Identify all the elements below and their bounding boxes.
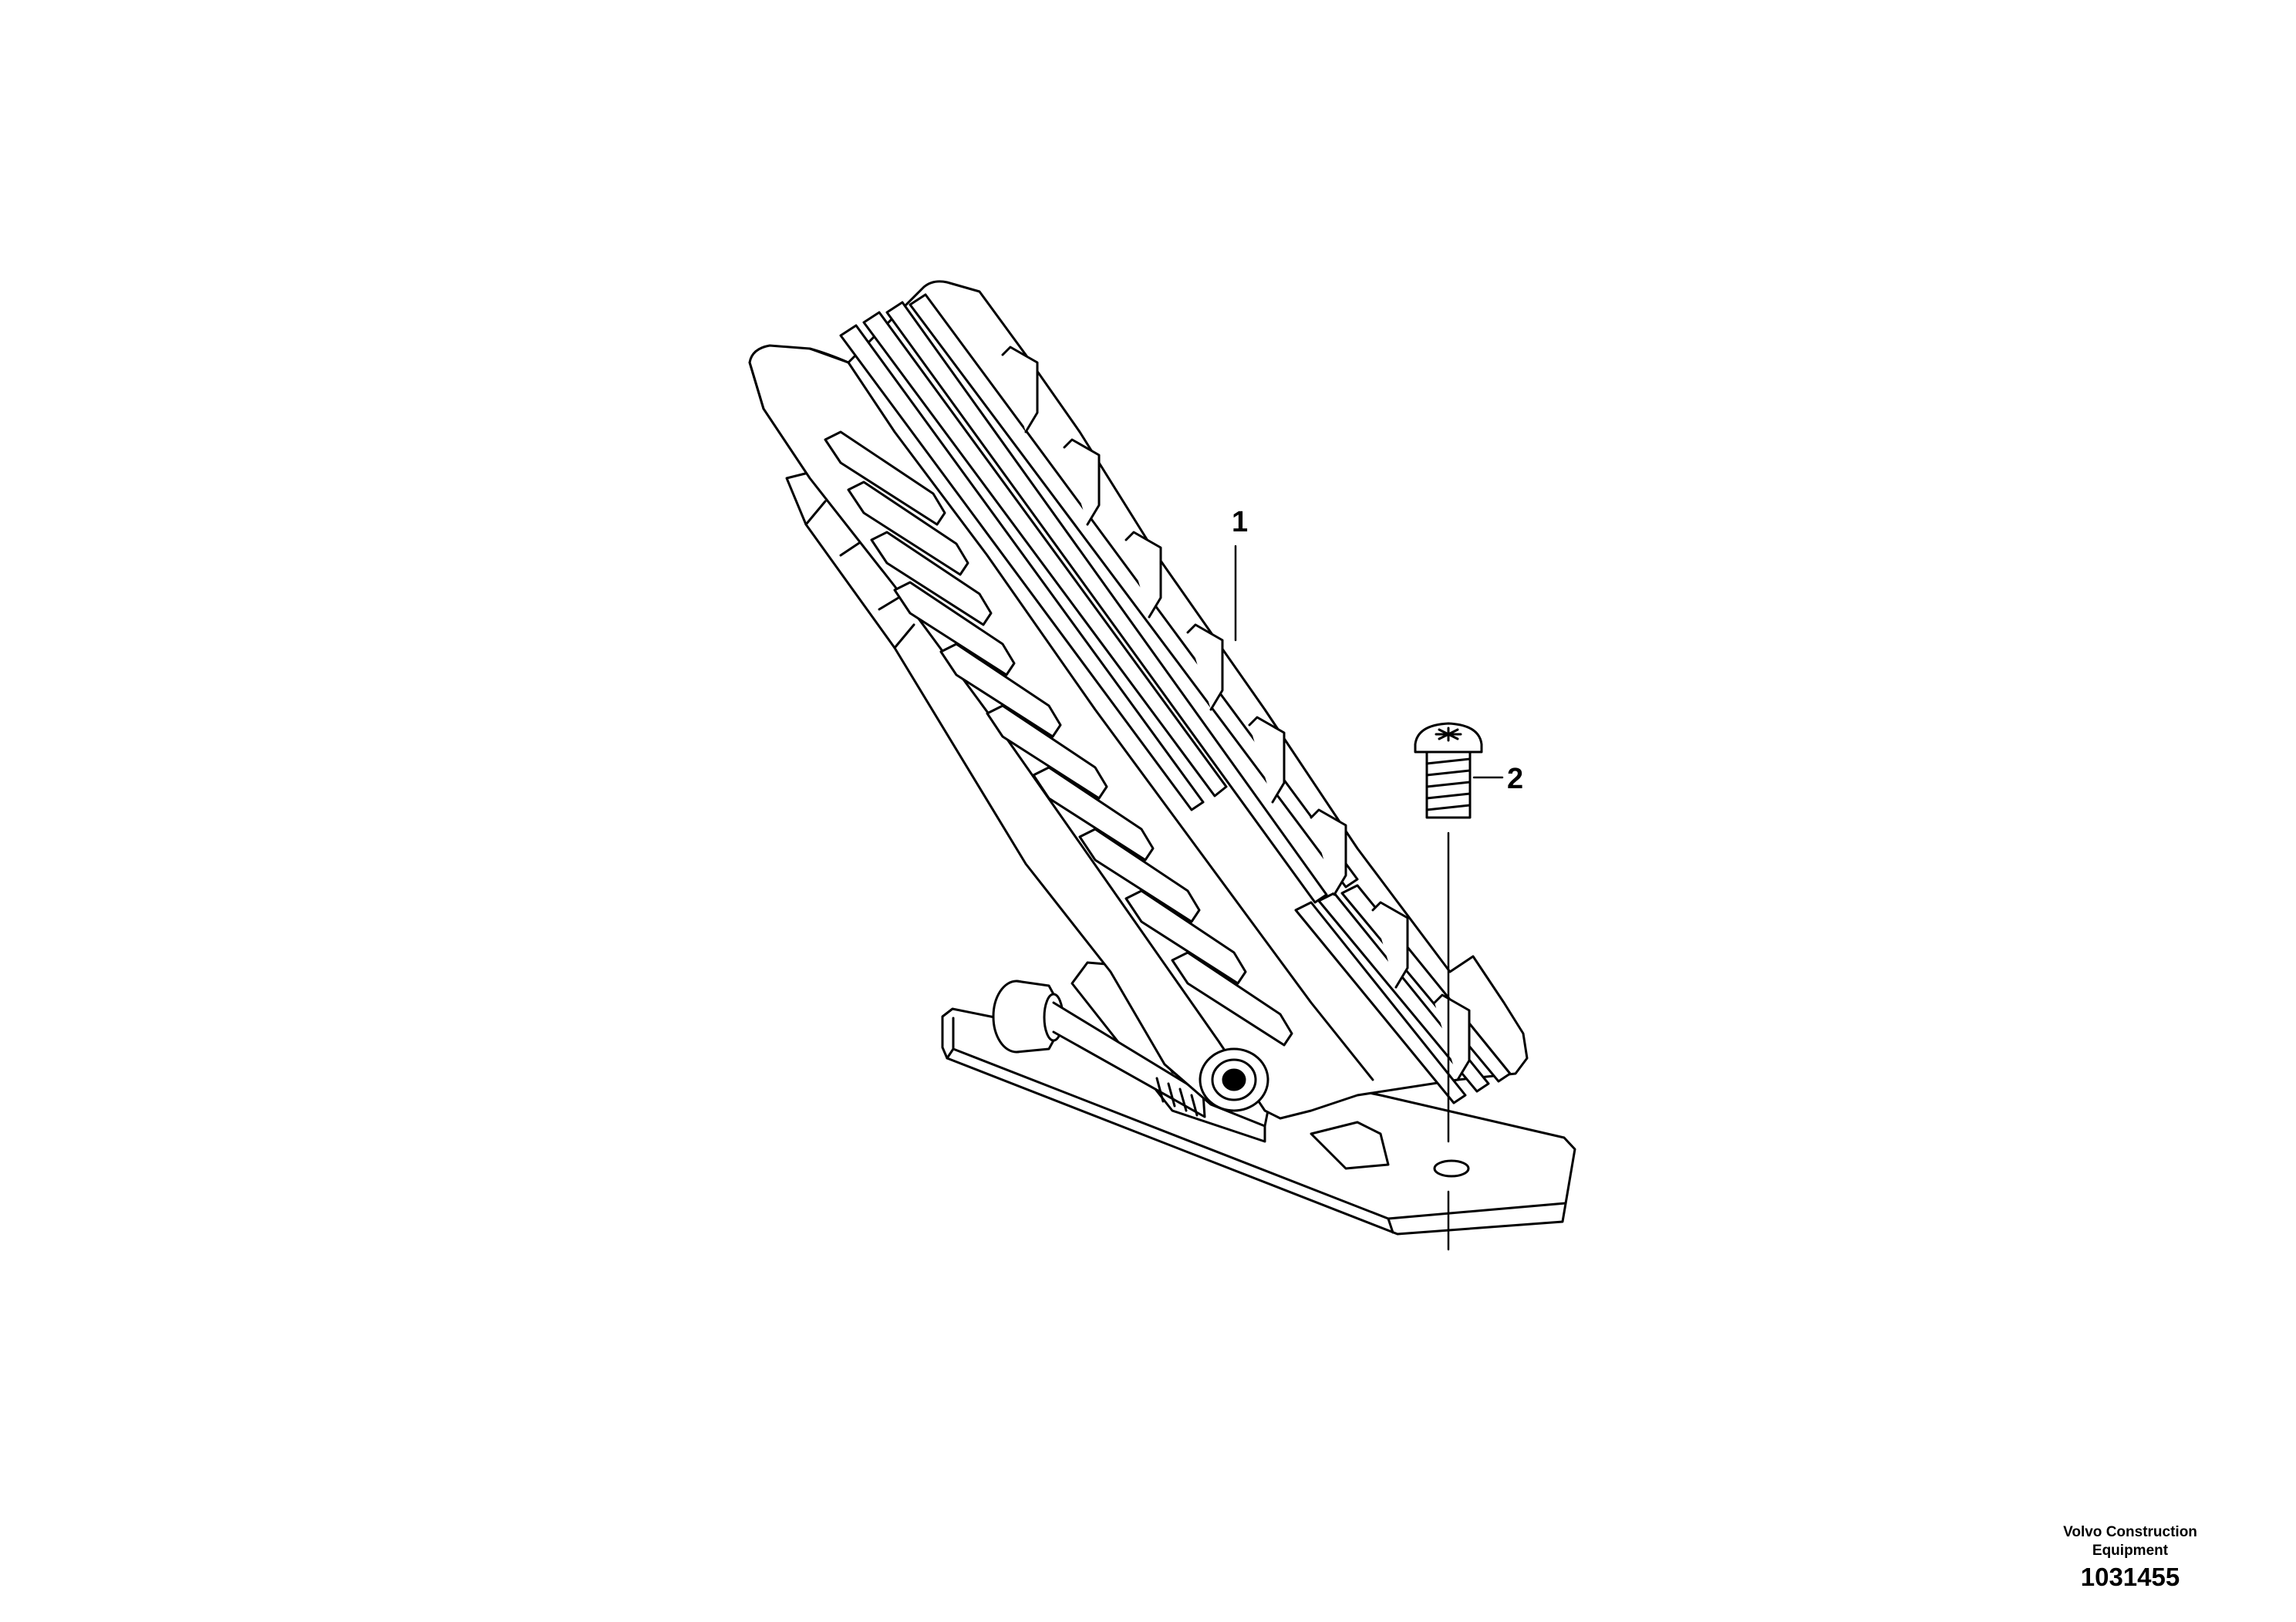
pedal-teeth-right (1001, 346, 1471, 1081)
pedal-ribs (839, 293, 1512, 1104)
screw (1414, 722, 1483, 819)
figure-number: 1031455 (2080, 1563, 2180, 1591)
pedal-tread-slots (824, 430, 1293, 1047)
pivot-ring (1199, 1047, 1269, 1112)
brand-name-line2: Equipment (2092, 1543, 2169, 1559)
brand-name: Volvo Construction (2063, 1524, 2197, 1540)
hinge-pin (992, 980, 1206, 1118)
mounting-hole (1433, 1159, 1470, 1178)
callout-label-2: 2 (1507, 763, 1524, 795)
callout-label-1: 1 (1232, 506, 1249, 538)
